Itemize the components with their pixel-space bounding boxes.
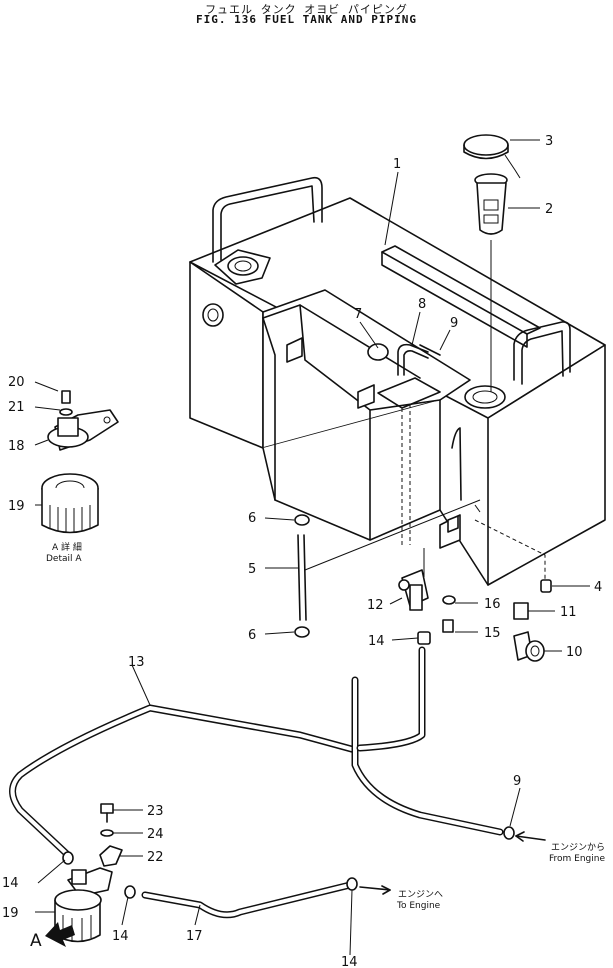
filter-head-detail <box>47 390 119 451</box>
part-label: 18 <box>8 439 25 454</box>
part-label: 14 <box>368 634 385 649</box>
part-label: 3 <box>545 134 553 149</box>
part-label: 20 <box>8 375 25 390</box>
view-arrow-label: A <box>30 931 42 951</box>
to-engine-label-japanese: エンジンへ <box>398 890 443 900</box>
part-label: 15 <box>484 626 501 641</box>
part-label: 13 <box>128 655 145 670</box>
part-label: 23 <box>147 804 164 819</box>
part-label: 4 <box>594 580 602 595</box>
part-label: 14 <box>2 876 19 891</box>
part-label: 14 <box>112 929 129 944</box>
fuel-filter-assembly <box>54 803 123 943</box>
detail-label-japanese: A 詳 細 <box>52 541 82 553</box>
part-label: 22 <box>147 850 164 865</box>
part-label: 1 <box>393 157 401 172</box>
fuel-hoses <box>9 646 515 919</box>
detail-label: Detail A <box>46 554 82 564</box>
figure-title-japanese: フュエル タンク オヨビ パイピング <box>205 3 408 16</box>
part-label: 7 <box>354 307 362 322</box>
drain-valve <box>398 548 429 611</box>
part-label: 24 <box>147 827 164 842</box>
part-label: 17 <box>186 929 203 944</box>
leader-lines <box>34 139 590 956</box>
part-label: 16 <box>484 597 501 612</box>
part-label: 19 <box>8 499 25 514</box>
part-label: 8 <box>418 297 426 312</box>
figure-title: FIG. 136 FUEL TANK AND PIPING <box>195 13 418 26</box>
from-engine-label-japanese: エンジンから <box>551 842 605 853</box>
from-engine-label: From Engine <box>549 854 605 864</box>
view-arrow-a <box>45 922 75 947</box>
part-label: 2 <box>545 202 553 217</box>
fuel-tank <box>189 176 606 586</box>
gauge-rod <box>294 499 481 638</box>
fuel-strainer <box>474 173 508 392</box>
part-label: 6 <box>248 511 256 526</box>
part-label: 10 <box>566 645 583 660</box>
part-label: 5 <box>248 562 256 577</box>
part-label: 9 <box>450 316 458 331</box>
part-label: 14 <box>341 955 358 968</box>
to-engine-label: To Engine <box>396 901 441 911</box>
filler-cap <box>463 134 521 179</box>
part-label: 6 <box>248 628 256 643</box>
elbow-fitting <box>513 602 545 662</box>
part-label: 19 <box>2 906 19 921</box>
filter-cartridge-detail <box>41 473 99 534</box>
small-parts <box>417 595 456 645</box>
part-label: 9 <box>513 774 521 789</box>
part-label: 21 <box>8 400 25 415</box>
plug <box>540 579 552 593</box>
part-label: 11 <box>560 605 577 620</box>
part-label: 12 <box>367 598 384 613</box>
part-labels: 1 3 2 7 8 9 6 5 6 12 14 16 15 4 11 10 13… <box>2 134 605 968</box>
